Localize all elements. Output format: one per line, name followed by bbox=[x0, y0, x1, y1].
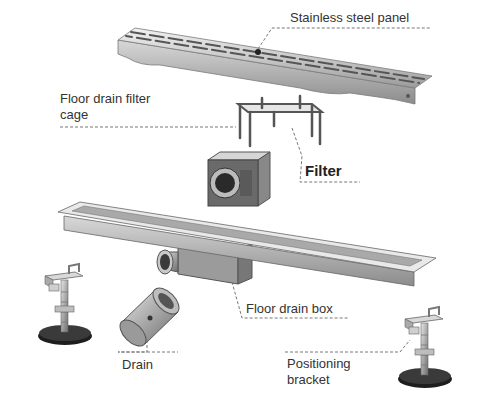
part-label: Floor drain filter cage bbox=[60, 91, 160, 123]
part-label: Stainless steel panel bbox=[290, 10, 440, 26]
filter-cage bbox=[238, 96, 322, 146]
part-label: Positioning bracket bbox=[287, 356, 387, 388]
drain-pipe bbox=[115, 283, 183, 350]
steel-panel bbox=[118, 28, 432, 104]
part-label: Filter bbox=[305, 162, 385, 180]
filter-box bbox=[208, 152, 270, 206]
positioning-bracket bbox=[38, 264, 92, 345]
part-label: Drain bbox=[122, 357, 192, 373]
drain-channel bbox=[58, 202, 436, 286]
positioning-bracket bbox=[398, 307, 452, 388]
part-label: Floor drain box bbox=[246, 301, 366, 317]
leader-lines bbox=[60, 28, 430, 352]
